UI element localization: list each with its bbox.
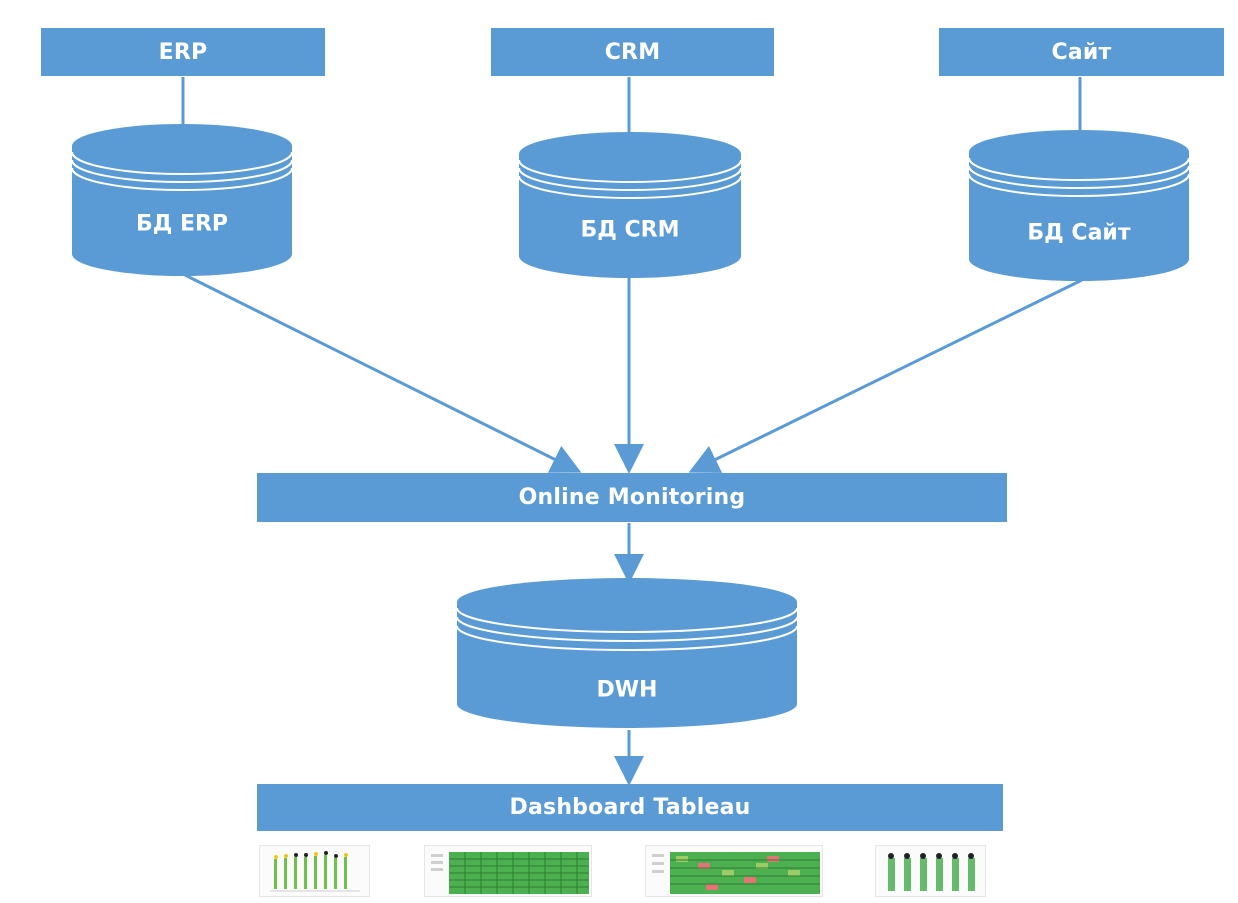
- dashboard-thumbnail-heatmap: [645, 845, 823, 897]
- crm-label: CRM: [604, 39, 661, 65]
- erp-label: ERP: [158, 39, 208, 65]
- db-site-label: БД Сайт: [1027, 220, 1131, 246]
- dashboard-thumbnail-bars-dots: [875, 845, 986, 897]
- site-db-to-monitoring-arrow: [688, 278, 1083, 473]
- dashboard-tableau-box: Dashboard Tableau: [257, 784, 1003, 831]
- db-site-cylinder: [968, 130, 1190, 281]
- db-erp-cylinder: [71, 124, 293, 276]
- db-crm-label: БД CRM: [580, 217, 680, 243]
- crm-box: CRM: [491, 28, 774, 76]
- dashboard-thumbnail-table: [424, 845, 592, 897]
- site-label: Сайт: [1051, 39, 1112, 65]
- dwh-label: DWH: [596, 677, 658, 703]
- erp-box: ERP: [41, 28, 325, 76]
- online-monitoring-box: Online Monitoring: [257, 473, 1007, 522]
- erp-db-to-monitoring-arrow: [184, 273, 582, 473]
- site-box: Сайт: [939, 28, 1224, 76]
- db-crm-cylinder: [518, 132, 742, 278]
- db-erp-label: БД ERP: [135, 211, 229, 237]
- dwh-cylinder: [456, 578, 798, 728]
- online-monitoring-label: Online Monitoring: [518, 485, 746, 510]
- dashboard-thumbnail-bars: [259, 845, 370, 897]
- dashboard-tableau-label: Dashboard Tableau: [509, 795, 751, 820]
